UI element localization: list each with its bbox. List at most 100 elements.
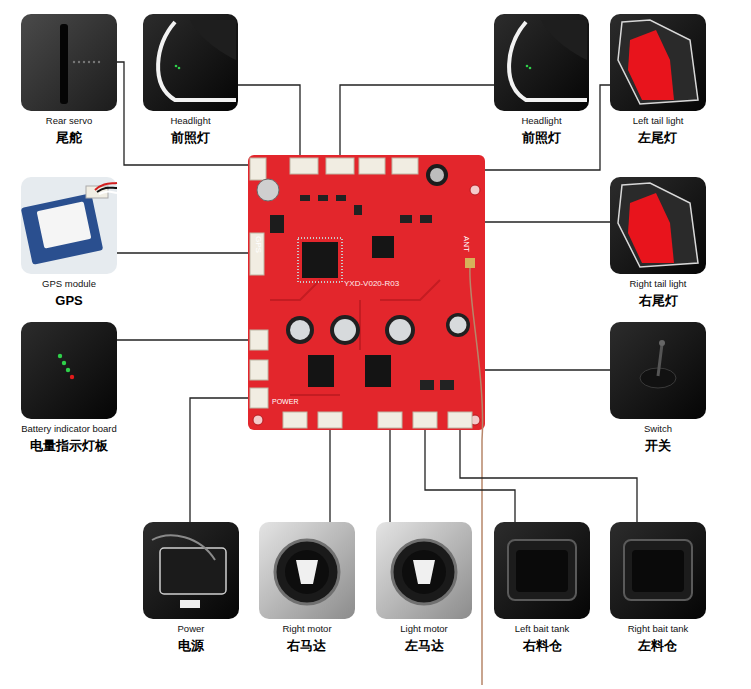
caption: Headlight前照灯 (170, 115, 210, 146)
component-tile: GPS moduleGPS (21, 177, 117, 274)
battery-indicator-photo-part (70, 375, 74, 379)
english-name: Power (178, 623, 205, 635)
circuit-board-part (413, 412, 437, 428)
caption: Right motor右马达 (282, 623, 331, 654)
chinese-name: 开关 (644, 437, 672, 454)
battery-indicator-photo-part (62, 361, 66, 365)
english-name: Battery indicator board (21, 423, 117, 435)
component-tile: Left bait tank右料仓 (494, 522, 590, 619)
circuit-board-part (270, 280, 440, 395)
servo-photo-part (93, 61, 95, 63)
headlight-photo-part (494, 14, 589, 111)
bait-tank-photo (610, 522, 706, 619)
chinese-name: 左料仓 (628, 637, 689, 654)
circuit-board-part (250, 158, 266, 180)
leader-line (485, 369, 610, 370)
switch-photo-part (610, 322, 706, 419)
component-tile: Headlight前照灯 (494, 14, 589, 111)
headlight-photo-part (529, 67, 532, 70)
headlight-photo-part (143, 14, 238, 111)
circuit-board-part (286, 316, 314, 344)
headlight-photo-part (178, 67, 181, 70)
english-name: Switch (644, 423, 672, 435)
motor-photo-part (413, 560, 435, 584)
leader-line (485, 221, 610, 222)
leader-line (389, 430, 390, 522)
headlight-photo-part (175, 65, 178, 68)
tail-light-photo-part (628, 193, 674, 263)
caption: Right tail light右尾灯 (629, 278, 686, 309)
battery-indicator-photo-part (21, 322, 117, 419)
caption: Headlight 前照灯 (521, 115, 561, 146)
chinese-name: 前照灯 (170, 129, 210, 146)
bait-tank-photo-part (610, 522, 706, 619)
circuit-board-part (334, 319, 356, 341)
tail-light-photo-part (610, 177, 706, 274)
circuit-board-part (250, 360, 268, 380)
tail-light-photo-part (618, 20, 698, 104)
circuit-board-part (392, 158, 418, 174)
circuit-board-part (290, 158, 318, 174)
tail-light-photo-part (618, 183, 698, 267)
circuit-board-part (302, 242, 338, 278)
switch-photo (610, 322, 706, 419)
leader-line (329, 430, 330, 522)
circuit-board-part (359, 158, 385, 174)
servo-photo (21, 14, 117, 111)
component-tile: Light motor左马达 (376, 522, 472, 619)
circuit-board-part (308, 355, 334, 387)
power-photo-part (143, 522, 239, 619)
caption: Light motor左马达 (400, 623, 448, 654)
english-name: Rear servo (46, 115, 92, 127)
board-marking: YXD-V020-R03 (344, 279, 399, 289)
motor-photo-part (259, 522, 355, 619)
caption: Rear servo尾舵 (46, 115, 92, 146)
circuit-board-part (318, 412, 342, 428)
circuit-board-part (448, 412, 472, 428)
motor-photo (259, 522, 355, 619)
circuit-board-part (326, 158, 354, 174)
bait-tank-photo-part (508, 540, 576, 600)
motor-photo-part (275, 540, 339, 604)
motor-photo-part (376, 522, 472, 619)
circuit-board-part (330, 315, 360, 345)
circuit-board-part (426, 164, 448, 186)
circuit-board-part (300, 195, 310, 201)
component-tile: Rear servo尾舵 (21, 14, 117, 111)
gps-photo-part (37, 201, 92, 248)
circuit-board-part (465, 258, 475, 268)
component-tile: Battery indicator board电量指示灯板 (21, 322, 117, 419)
english-name: GPS module (42, 278, 96, 290)
circuit-board-part (365, 355, 391, 387)
gps-photo-part (99, 192, 117, 194)
silkscreen-label: GPS (254, 236, 262, 253)
circuit-board-part (440, 380, 454, 390)
silkscreen-label: ANT (462, 236, 470, 252)
leader-line (190, 398, 248, 522)
servo-photo-part (83, 61, 85, 63)
headlight-photo-part (158, 22, 236, 100)
leader-line (460, 430, 637, 522)
chinese-name: GPS (42, 292, 96, 309)
motor-photo-part (402, 550, 446, 594)
chinese-name: 前照灯 (521, 129, 561, 146)
circuit-board-part (400, 215, 412, 223)
switch-photo-part (659, 340, 665, 346)
servo-photo-part (78, 61, 80, 63)
circuit-board-part (446, 313, 470, 337)
headlight-photo (143, 14, 238, 111)
english-name: Right motor (282, 623, 331, 635)
circuit-board: YXD-V020-R03 (248, 155, 485, 430)
circuit-board-part (389, 319, 411, 341)
circuit-board-part (430, 168, 444, 182)
caption: Left tail light左尾灯 (633, 115, 684, 146)
servo-photo-part (21, 14, 117, 111)
english-name: Headlight (521, 115, 561, 127)
leader-line (238, 85, 300, 155)
chinese-name: 电源 (178, 637, 205, 654)
circuit-board-part (283, 412, 307, 428)
leader-line (117, 62, 248, 165)
tail-light-photo-part (610, 14, 706, 111)
